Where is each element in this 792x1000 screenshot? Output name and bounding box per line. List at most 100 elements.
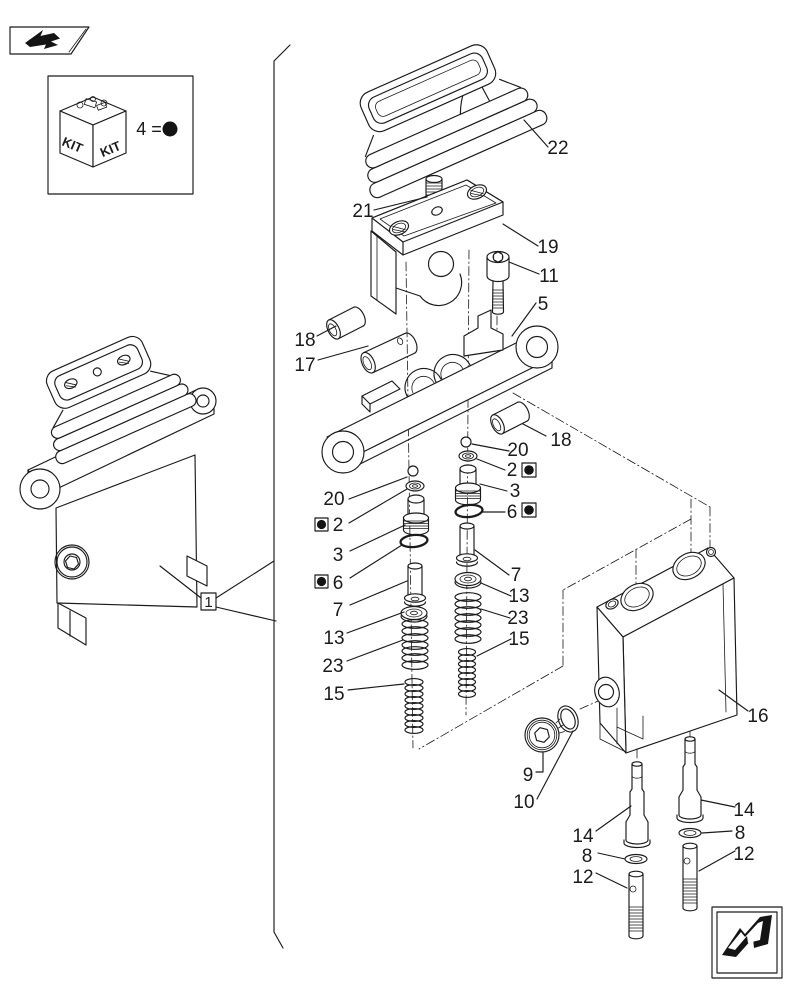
callout-11[interactable]: 11 <box>539 266 559 287</box>
part-3-guide-left <box>402 494 430 536</box>
callout-15-right[interactable]: 15 <box>508 629 529 650</box>
callout-20-left[interactable]: 20 <box>323 489 344 510</box>
part-20-ball-right <box>460 436 472 448</box>
kit-marker-6-right <box>521 502 537 518</box>
back-arrow-icon <box>25 30 60 49</box>
part-5-left-eye <box>321 430 365 474</box>
part-6-oring-right <box>454 503 484 519</box>
part-23-spring-left <box>401 619 429 670</box>
part-5-support-plate <box>321 309 559 474</box>
construction-diagonal-c <box>418 665 564 750</box>
leader-3-right <box>479 483 508 492</box>
callout-18-upper[interactable]: 18 <box>294 330 315 351</box>
back-arrow-highlight <box>32 35 53 42</box>
part-2-seal-left <box>405 480 425 492</box>
leader-7-right <box>474 549 510 576</box>
page-back-nav[interactable] <box>9 26 90 55</box>
leader-22 <box>523 119 549 148</box>
leader-5 <box>511 302 537 337</box>
leader-8-left <box>597 852 626 860</box>
callout-7-left[interactable]: 7 <box>333 600 344 621</box>
exploded-parts <box>321 44 738 940</box>
kit-marker-2-right <box>521 462 537 478</box>
callout-6-left[interactable]: 6 <box>333 573 344 594</box>
leader-23-right <box>480 608 511 619</box>
callout-8-left[interactable]: 8 <box>582 846 593 867</box>
leader-2-right <box>476 458 506 471</box>
leader-20-left <box>348 476 408 500</box>
part-23-spring-right <box>454 592 482 644</box>
callout-3-right[interactable]: 3 <box>510 481 521 502</box>
leader-21 <box>373 196 428 211</box>
part-14-rod-right <box>676 736 704 824</box>
leader-14-right <box>700 799 736 808</box>
part-18-bushing-lower <box>490 401 530 435</box>
part-18-bushing-upper <box>326 306 366 340</box>
leader-8-right <box>701 830 733 834</box>
leader-3-left <box>349 524 406 552</box>
kit-box-icon: KIT KIT <box>59 96 127 168</box>
assembly-body-tab <box>186 555 208 587</box>
callout-2-left[interactable]: 2 <box>333 515 344 536</box>
page-forward-nav[interactable] <box>711 906 783 979</box>
assembly-boot <box>45 335 197 465</box>
leader-18-upper <box>316 325 337 337</box>
callout-18-lower[interactable]: 18 <box>550 430 571 451</box>
callout-23-left[interactable]: 23 <box>322 656 343 677</box>
callout-2-right[interactable]: 2 <box>507 460 518 481</box>
leader-lines <box>316 119 749 889</box>
callout-21[interactable]: 21 <box>352 201 373 222</box>
part-8-washer-right <box>678 827 702 839</box>
assembly-1-drawing <box>19 335 217 646</box>
part-19-clamp-plate <box>370 179 504 315</box>
part-2-seal-right <box>458 450 478 462</box>
callout-13-right[interactable]: 13 <box>508 586 529 607</box>
kit-marker-2-left <box>314 517 329 532</box>
leader-12-left <box>595 872 628 889</box>
callout-9[interactable]: 9 <box>523 765 534 786</box>
leader-20-right <box>471 443 510 452</box>
callout-14-left[interactable]: 14 <box>572 826 594 847</box>
part-12-stud-right <box>682 842 698 912</box>
callout-20-right[interactable]: 20 <box>507 440 528 461</box>
callout-13-left[interactable]: 13 <box>323 628 344 649</box>
kit-dot <box>162 121 178 137</box>
part-7-spool-left <box>403 562 427 607</box>
callout-assembly[interactable]: 1 <box>204 594 212 611</box>
callout-16[interactable]: 16 <box>747 706 768 727</box>
leader-14-left <box>595 805 632 832</box>
callout-23-right[interactable]: 23 <box>507 608 528 629</box>
part-7-spool-right <box>455 522 479 567</box>
callout-22[interactable]: 22 <box>547 138 568 159</box>
leader-9 <box>535 752 544 773</box>
callout-7-right[interactable]: 7 <box>511 565 522 586</box>
leader-12-right <box>698 850 736 872</box>
callout-19[interactable]: 19 <box>537 237 558 258</box>
assembly-left-eye <box>19 468 61 510</box>
callout-6-right[interactable]: 6 <box>507 502 518 523</box>
callout-5[interactable]: 5 <box>538 294 549 315</box>
part-11-bolt <box>486 250 510 315</box>
part-13-washer-right <box>454 571 482 589</box>
leader-13-right <box>480 582 512 597</box>
part-20-ball-left <box>407 465 419 477</box>
callout-17[interactable]: 17 <box>294 355 315 376</box>
leader-15-right <box>476 638 512 657</box>
callout-15-left[interactable]: 15 <box>323 684 344 705</box>
part-15-spring-left <box>404 678 424 734</box>
leader-2-left <box>348 488 408 524</box>
back-nav-frame-inner <box>68 28 87 53</box>
leader-23-left <box>346 639 404 662</box>
callout-10[interactable]: 10 <box>513 792 534 813</box>
leader-15-left <box>347 683 405 691</box>
part-8-washer-left <box>624 853 648 865</box>
callout-1[interactable]: 1 <box>159 560 277 622</box>
leader-assembly <box>159 565 202 599</box>
callout-12-right[interactable]: 12 <box>733 844 754 865</box>
callout-12-left[interactable]: 12 <box>572 867 593 888</box>
callout-8-right[interactable]: 8 <box>735 823 746 844</box>
leader-11 <box>508 261 540 275</box>
callout-3-left[interactable]: 3 <box>333 545 344 566</box>
callout-14-right[interactable]: 14 <box>733 800 755 821</box>
